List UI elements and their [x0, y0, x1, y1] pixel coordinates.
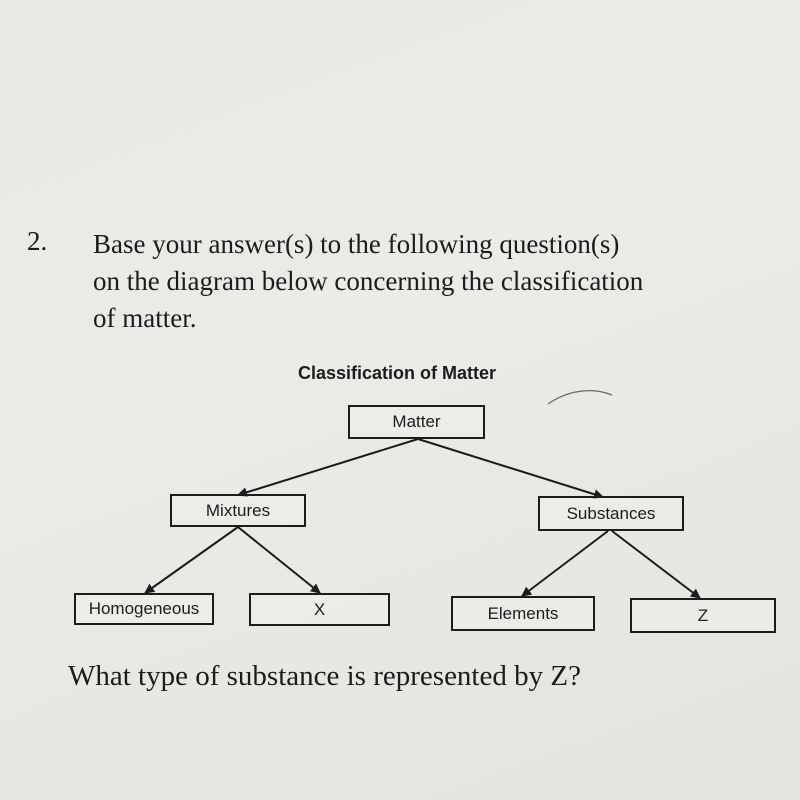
question-prompt: What type of substance is represented by…: [68, 660, 581, 692]
arrow-mixtures-to-x: [237, 526, 321, 594]
diagram-title: Classification of Matter: [298, 363, 497, 383]
pencil-mark: [547, 390, 613, 405]
question-text: Base your answer(s) to the following que…: [93, 226, 783, 337]
arrow-mixtures-to-homogeneous: [144, 526, 239, 594]
question-line-3: of matter.: [93, 303, 197, 333]
node-elements: Elements: [451, 596, 595, 631]
node-matter: Matter: [348, 405, 485, 439]
question-line-2: on the diagram below concerning the clas…: [93, 266, 644, 296]
node-homogeneous: Homogeneous: [74, 593, 214, 625]
arrow-substances-to-elements: [521, 530, 609, 597]
node-z: Z: [630, 598, 776, 633]
node-substances: Substances: [538, 496, 684, 531]
arrow-matter-to-mixtures: [237, 438, 419, 498]
question-number: 2.: [27, 226, 48, 256]
arrow-substances-to-z: [611, 530, 701, 599]
arrow-matter-to-substances: [417, 438, 604, 500]
node-x: X: [249, 593, 390, 626]
question-line-1: Base your answer(s) to the following que…: [93, 229, 620, 259]
node-mixtures: Mixtures: [170, 494, 306, 527]
